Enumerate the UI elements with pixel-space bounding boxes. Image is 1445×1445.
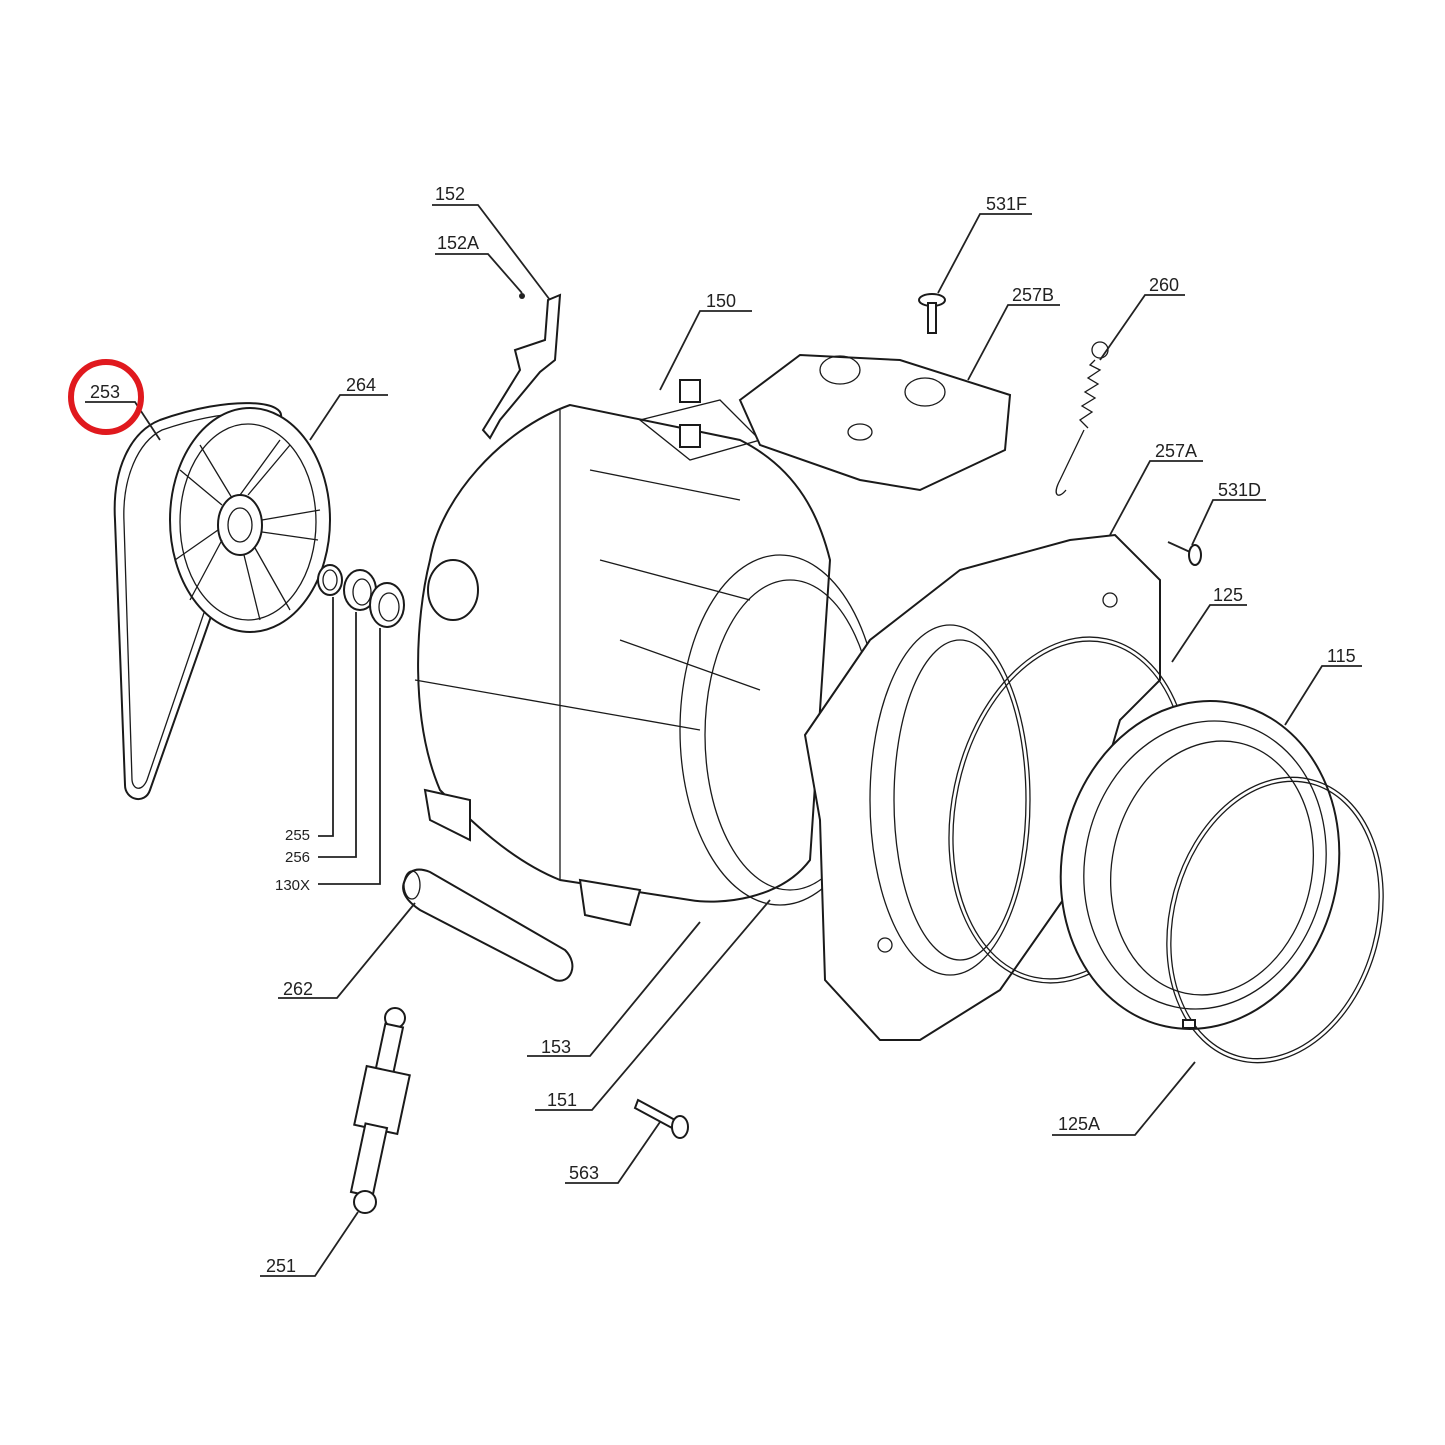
label-257A: 257A — [1155, 441, 1197, 461]
clamp-ring-part — [1166, 776, 1384, 1064]
pulley-part — [169, 407, 331, 633]
label-152A: 152A — [437, 233, 479, 253]
door-gasket-part — [1059, 700, 1341, 1030]
label-264: 264 — [346, 375, 376, 395]
seals-bearings-part — [317, 564, 405, 628]
screw-531D-part — [1167, 541, 1202, 566]
label-257B: 257B — [1012, 285, 1054, 305]
label-251: 251 — [266, 1256, 296, 1276]
label-563: 563 — [569, 1163, 599, 1183]
highlight-circle — [68, 359, 144, 435]
label-255: 255 — [285, 827, 310, 844]
counterweight-top-part — [738, 353, 1012, 492]
label-150: 150 — [706, 291, 736, 311]
label-125: 125 — [1213, 585, 1243, 605]
heater-sleeve-part — [402, 868, 574, 982]
label-153: 153 — [541, 1037, 571, 1057]
pin-part — [633, 1098, 689, 1139]
label-262: 262 — [283, 979, 313, 999]
shock-absorber-part — [349, 1007, 411, 1214]
leader-lines — [85, 204, 1362, 1277]
label-253[interactable]: 253 — [90, 382, 120, 402]
label-151: 151 — [547, 1090, 577, 1110]
label-531F: 531F — [986, 194, 1027, 214]
front-tub-counterweight-part — [803, 533, 1161, 1041]
bracket-part — [481, 293, 562, 440]
label-115: 115 — [1327, 646, 1356, 666]
label-260: 260 — [1149, 275, 1179, 295]
label-130X: 130X — [275, 877, 310, 894]
rear-tub-part — [414, 379, 881, 927]
label-152: 152 — [435, 184, 465, 204]
label-125A: 125A — [1058, 1114, 1100, 1134]
screw-531F-part — [918, 293, 946, 334]
label-531D: 531D — [1218, 480, 1261, 500]
spring-part — [1055, 341, 1109, 496]
label-256: 256 — [285, 849, 310, 866]
